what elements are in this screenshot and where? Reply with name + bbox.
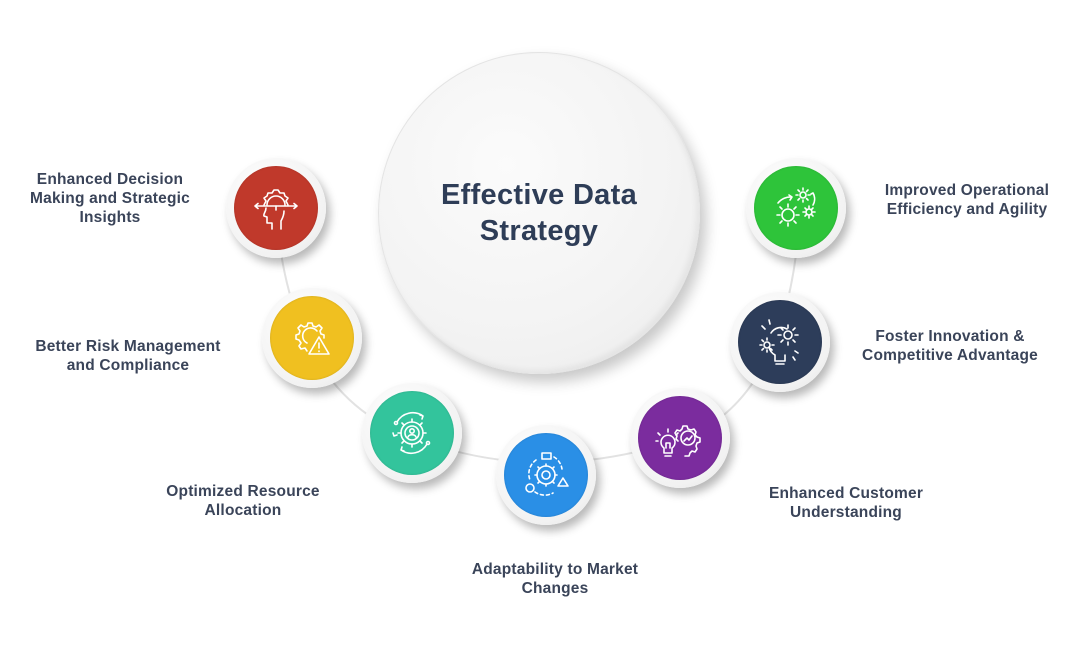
label-line: Better Risk Management [35, 338, 221, 355]
node-adaptability [496, 425, 596, 525]
node-resource-allocation [362, 383, 462, 483]
label-operational-efficiency: Improved Operational Efficiency and Agil… [862, 181, 1072, 219]
node-innovation-disc [738, 300, 822, 384]
label-line: Making and Strategic [30, 190, 190, 207]
label-line: and Compliance [66, 357, 190, 374]
center-title-line1: Effective Data [441, 179, 637, 211]
center-circle: Effective Data Strategy [378, 52, 700, 374]
bulb-gear-chart-icon [655, 425, 701, 457]
label-line: Optimized Resource [166, 483, 320, 500]
label-resource-allocation: Optimized Resource Allocation [148, 482, 338, 520]
label-customer-understanding: Enhanced Customer Understanding [748, 484, 944, 522]
node-resource-allocation-disc [370, 391, 454, 475]
node-risk-management-disc [270, 296, 354, 380]
label-adaptability: Adaptability to Market Changes [445, 560, 665, 598]
label-innovation: Foster Innovation & Competitive Advantag… [848, 327, 1052, 365]
label-line: Competitive Advantage [862, 347, 1038, 364]
head-gear-arrows-icon [254, 189, 298, 230]
node-decision-making [226, 158, 326, 258]
label-line: Allocation [204, 502, 282, 519]
gear-warning-icon [295, 322, 330, 355]
node-risk-management [262, 288, 362, 388]
node-operational-efficiency [746, 158, 846, 258]
label-line: Efficiency and Agility [886, 201, 1048, 218]
gear-shapes-cycle-icon [525, 452, 569, 496]
label-line: Insights [79, 209, 141, 226]
gears-arrows-icon [776, 187, 816, 227]
node-operational-efficiency-disc [754, 166, 838, 250]
label-line: Changes [521, 580, 589, 597]
node-adaptability-disc [504, 433, 588, 517]
node-customer-understanding [630, 388, 730, 488]
label-line: Enhanced Decision [36, 171, 184, 188]
label-line: Adaptability to Market [471, 561, 639, 578]
label-line: Improved Operational [884, 182, 1050, 199]
node-innovation [730, 292, 830, 392]
label-line: Enhanced Customer [768, 485, 924, 502]
label-line: Understanding [790, 504, 902, 521]
node-customer-understanding-disc [638, 396, 722, 480]
bulb-gears-icon [759, 319, 799, 365]
node-decision-making-disc [234, 166, 318, 250]
center-title: Effective Data Strategy [419, 177, 659, 249]
label-decision-making: Enhanced Decision Making and Strategic I… [10, 170, 210, 227]
label-line: Foster Innovation & [875, 328, 1025, 345]
gear-user-cycle-icon [392, 411, 431, 455]
label-risk-management: Better Risk Management and Compliance [18, 337, 238, 375]
center-title-line2: Strategy [479, 215, 599, 247]
